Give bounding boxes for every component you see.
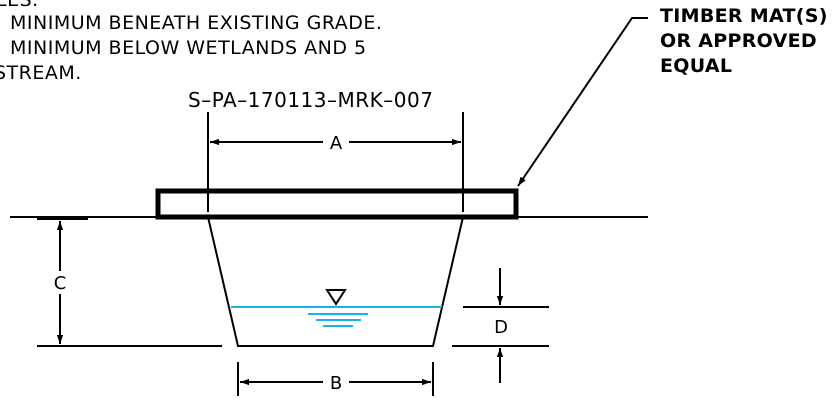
- callout-line-2: OR APPROVED: [660, 30, 817, 52]
- dim-a-label: A: [330, 133, 343, 154]
- timber-mat: [155, 188, 519, 220]
- note-line-1: MINIMUM BENEATH EXISTING GRADE.: [10, 12, 382, 34]
- callout-leader: [517, 17, 648, 187]
- drawing-id: S–PA–170113–MRK–007: [188, 88, 433, 112]
- callout-line-3: EQUAL: [660, 55, 732, 77]
- dim-c-label: C: [54, 273, 67, 294]
- note-line-3: STREAM.: [0, 62, 82, 84]
- dim-b-label: B: [330, 373, 342, 394]
- note-line-0: LES.: [0, 0, 39, 11]
- trench-outline: [207, 216, 464, 347]
- dim-d-label: D: [494, 317, 508, 338]
- note-line-2: MINIMUM BELOW WETLANDS AND 5: [10, 37, 367, 59]
- callout-line-1: TIMBER MAT(S): [660, 5, 828, 27]
- water-level-symbol: [325, 289, 347, 306]
